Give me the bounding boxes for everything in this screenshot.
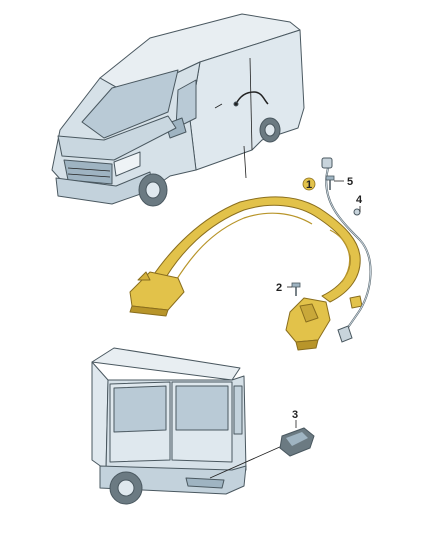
- callout-3: 3: [292, 409, 298, 421]
- van-side-window: [175, 79, 197, 129]
- callout-5: 5: [347, 176, 353, 188]
- van-headlight: [113, 151, 141, 177]
- van-to-part-leader: [243, 145, 247, 179]
- yellow-cable-bundle: [149, 196, 361, 303]
- callout-2: 2: [276, 282, 282, 294]
- callout-1: 1: [306, 179, 312, 191]
- connector-icon: [321, 157, 333, 169]
- callout-4: 4: [356, 194, 363, 206]
- cable-part-4: [321, 157, 372, 343]
- callout-1-circle: [302, 177, 316, 191]
- screw-icon: [325, 175, 335, 190]
- rear-van-to-part-leader: [209, 445, 283, 479]
- van-grille: [63, 159, 113, 185]
- van-interior-cable: [235, 91, 269, 105]
- van-windshield: [81, 69, 179, 139]
- van-front-view: [51, 13, 305, 207]
- cable-assembly-part-1: [129, 196, 363, 351]
- left-connector: [129, 271, 185, 311]
- van-rear-view: [91, 347, 247, 505]
- cap-icon: [279, 427, 315, 457]
- van-hood: [57, 115, 177, 161]
- screw-icon: [291, 282, 301, 296]
